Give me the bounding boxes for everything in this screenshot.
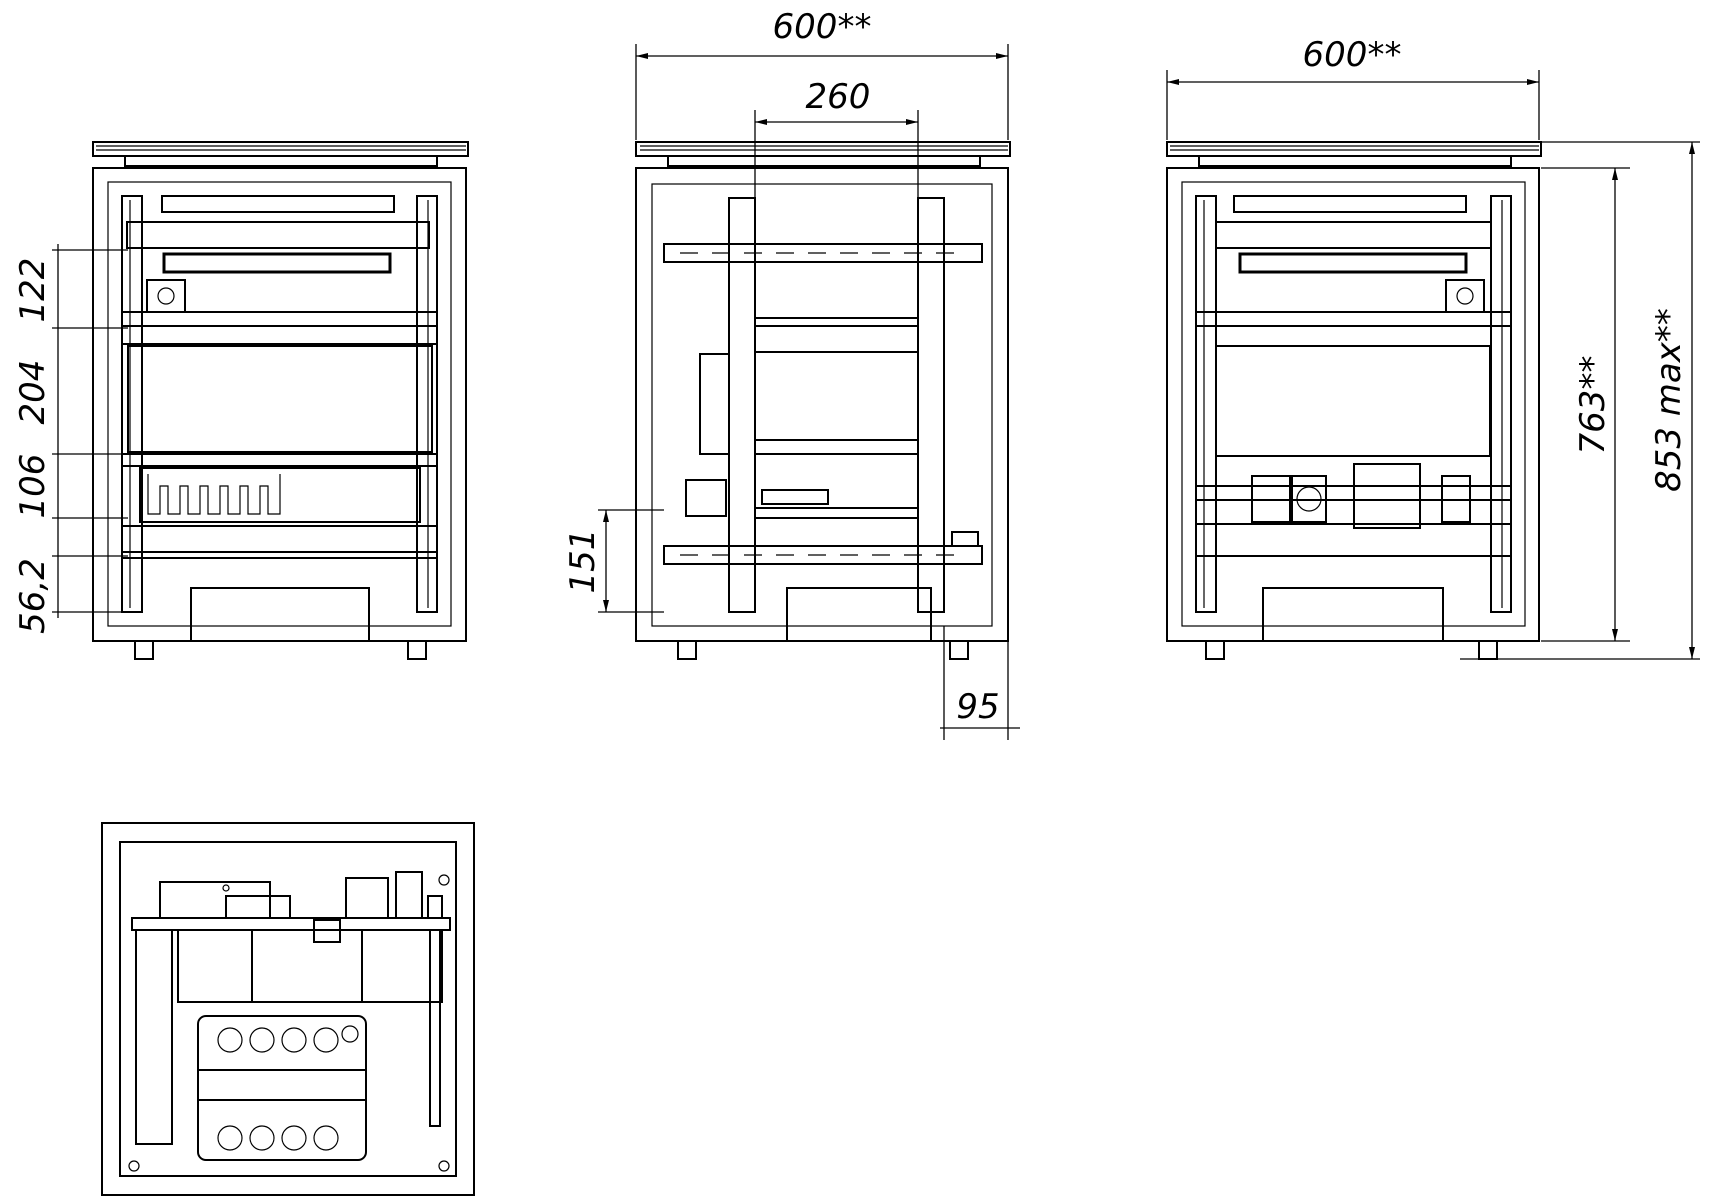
top-ups bbox=[197, 1015, 367, 1161]
rear-top-cover bbox=[1166, 141, 1542, 157]
rear-breaker bbox=[1251, 475, 1291, 523]
front-blank-panel bbox=[127, 345, 433, 453]
top-view bbox=[101, 822, 475, 1196]
rear-dim-inner-height: 763** bbox=[1573, 356, 1613, 455]
rear-cabinet-body bbox=[1166, 167, 1540, 642]
side-cabinet-body bbox=[635, 167, 1009, 642]
front-dim-122: 122 bbox=[13, 258, 53, 323]
front-terminal-block bbox=[139, 467, 421, 523]
top-outer-frame bbox=[101, 822, 475, 1196]
front-top-cover bbox=[92, 141, 469, 157]
front-foot-right bbox=[407, 640, 427, 660]
front-right-rail bbox=[416, 195, 438, 613]
rear-thermostat bbox=[1445, 279, 1485, 313]
front-view: 122 204 106 56,2 bbox=[13, 141, 469, 660]
rear-bottom-plinth bbox=[1262, 587, 1444, 642]
side-dim-width: 600** bbox=[773, 7, 872, 47]
front-dim-106: 106 bbox=[13, 454, 53, 519]
side-view: 600** 260 151 95 bbox=[563, 7, 1020, 740]
rear-dim-width: 600** bbox=[1303, 35, 1402, 75]
top-inner-frame bbox=[119, 841, 457, 1177]
front-dim-56-2: 56,2 bbox=[13, 558, 53, 634]
side-profile-right bbox=[917, 197, 945, 613]
top-side-panel bbox=[135, 929, 173, 1145]
rear-equipment-box bbox=[1215, 345, 1491, 457]
side-top-cover bbox=[635, 141, 1011, 157]
side-profile-left bbox=[728, 197, 756, 613]
side-dim-inner: 260 bbox=[806, 77, 871, 117]
top-ups-sockets bbox=[217, 1025, 359, 1151]
side-rail-top bbox=[663, 243, 983, 263]
side-socket bbox=[685, 479, 727, 517]
side-dim-rail: 151 bbox=[563, 529, 603, 594]
side-bottom-plinth bbox=[786, 587, 932, 642]
rear-dim-total-height: 853 max** bbox=[1649, 308, 1689, 492]
side-equipment-block bbox=[699, 353, 730, 455]
front-thermostat bbox=[146, 279, 186, 313]
side-rail-bottom bbox=[663, 545, 983, 565]
rear-power-supply bbox=[1353, 463, 1421, 529]
front-bottom-plinth bbox=[190, 587, 370, 642]
front-foot-left bbox=[134, 640, 154, 660]
top-breakers bbox=[345, 877, 389, 919]
front-left-rail bbox=[121, 195, 143, 613]
side-dim-offset: 95 bbox=[956, 687, 999, 727]
front-cabinet-body bbox=[92, 167, 467, 642]
rear-terminal bbox=[1441, 475, 1471, 523]
front-inner-frame bbox=[107, 181, 452, 627]
rear-view: 600** 763** 853 max** bbox=[1166, 35, 1700, 660]
front-dim-204: 204 bbox=[13, 360, 53, 425]
rear-din-socket bbox=[1291, 475, 1327, 523]
